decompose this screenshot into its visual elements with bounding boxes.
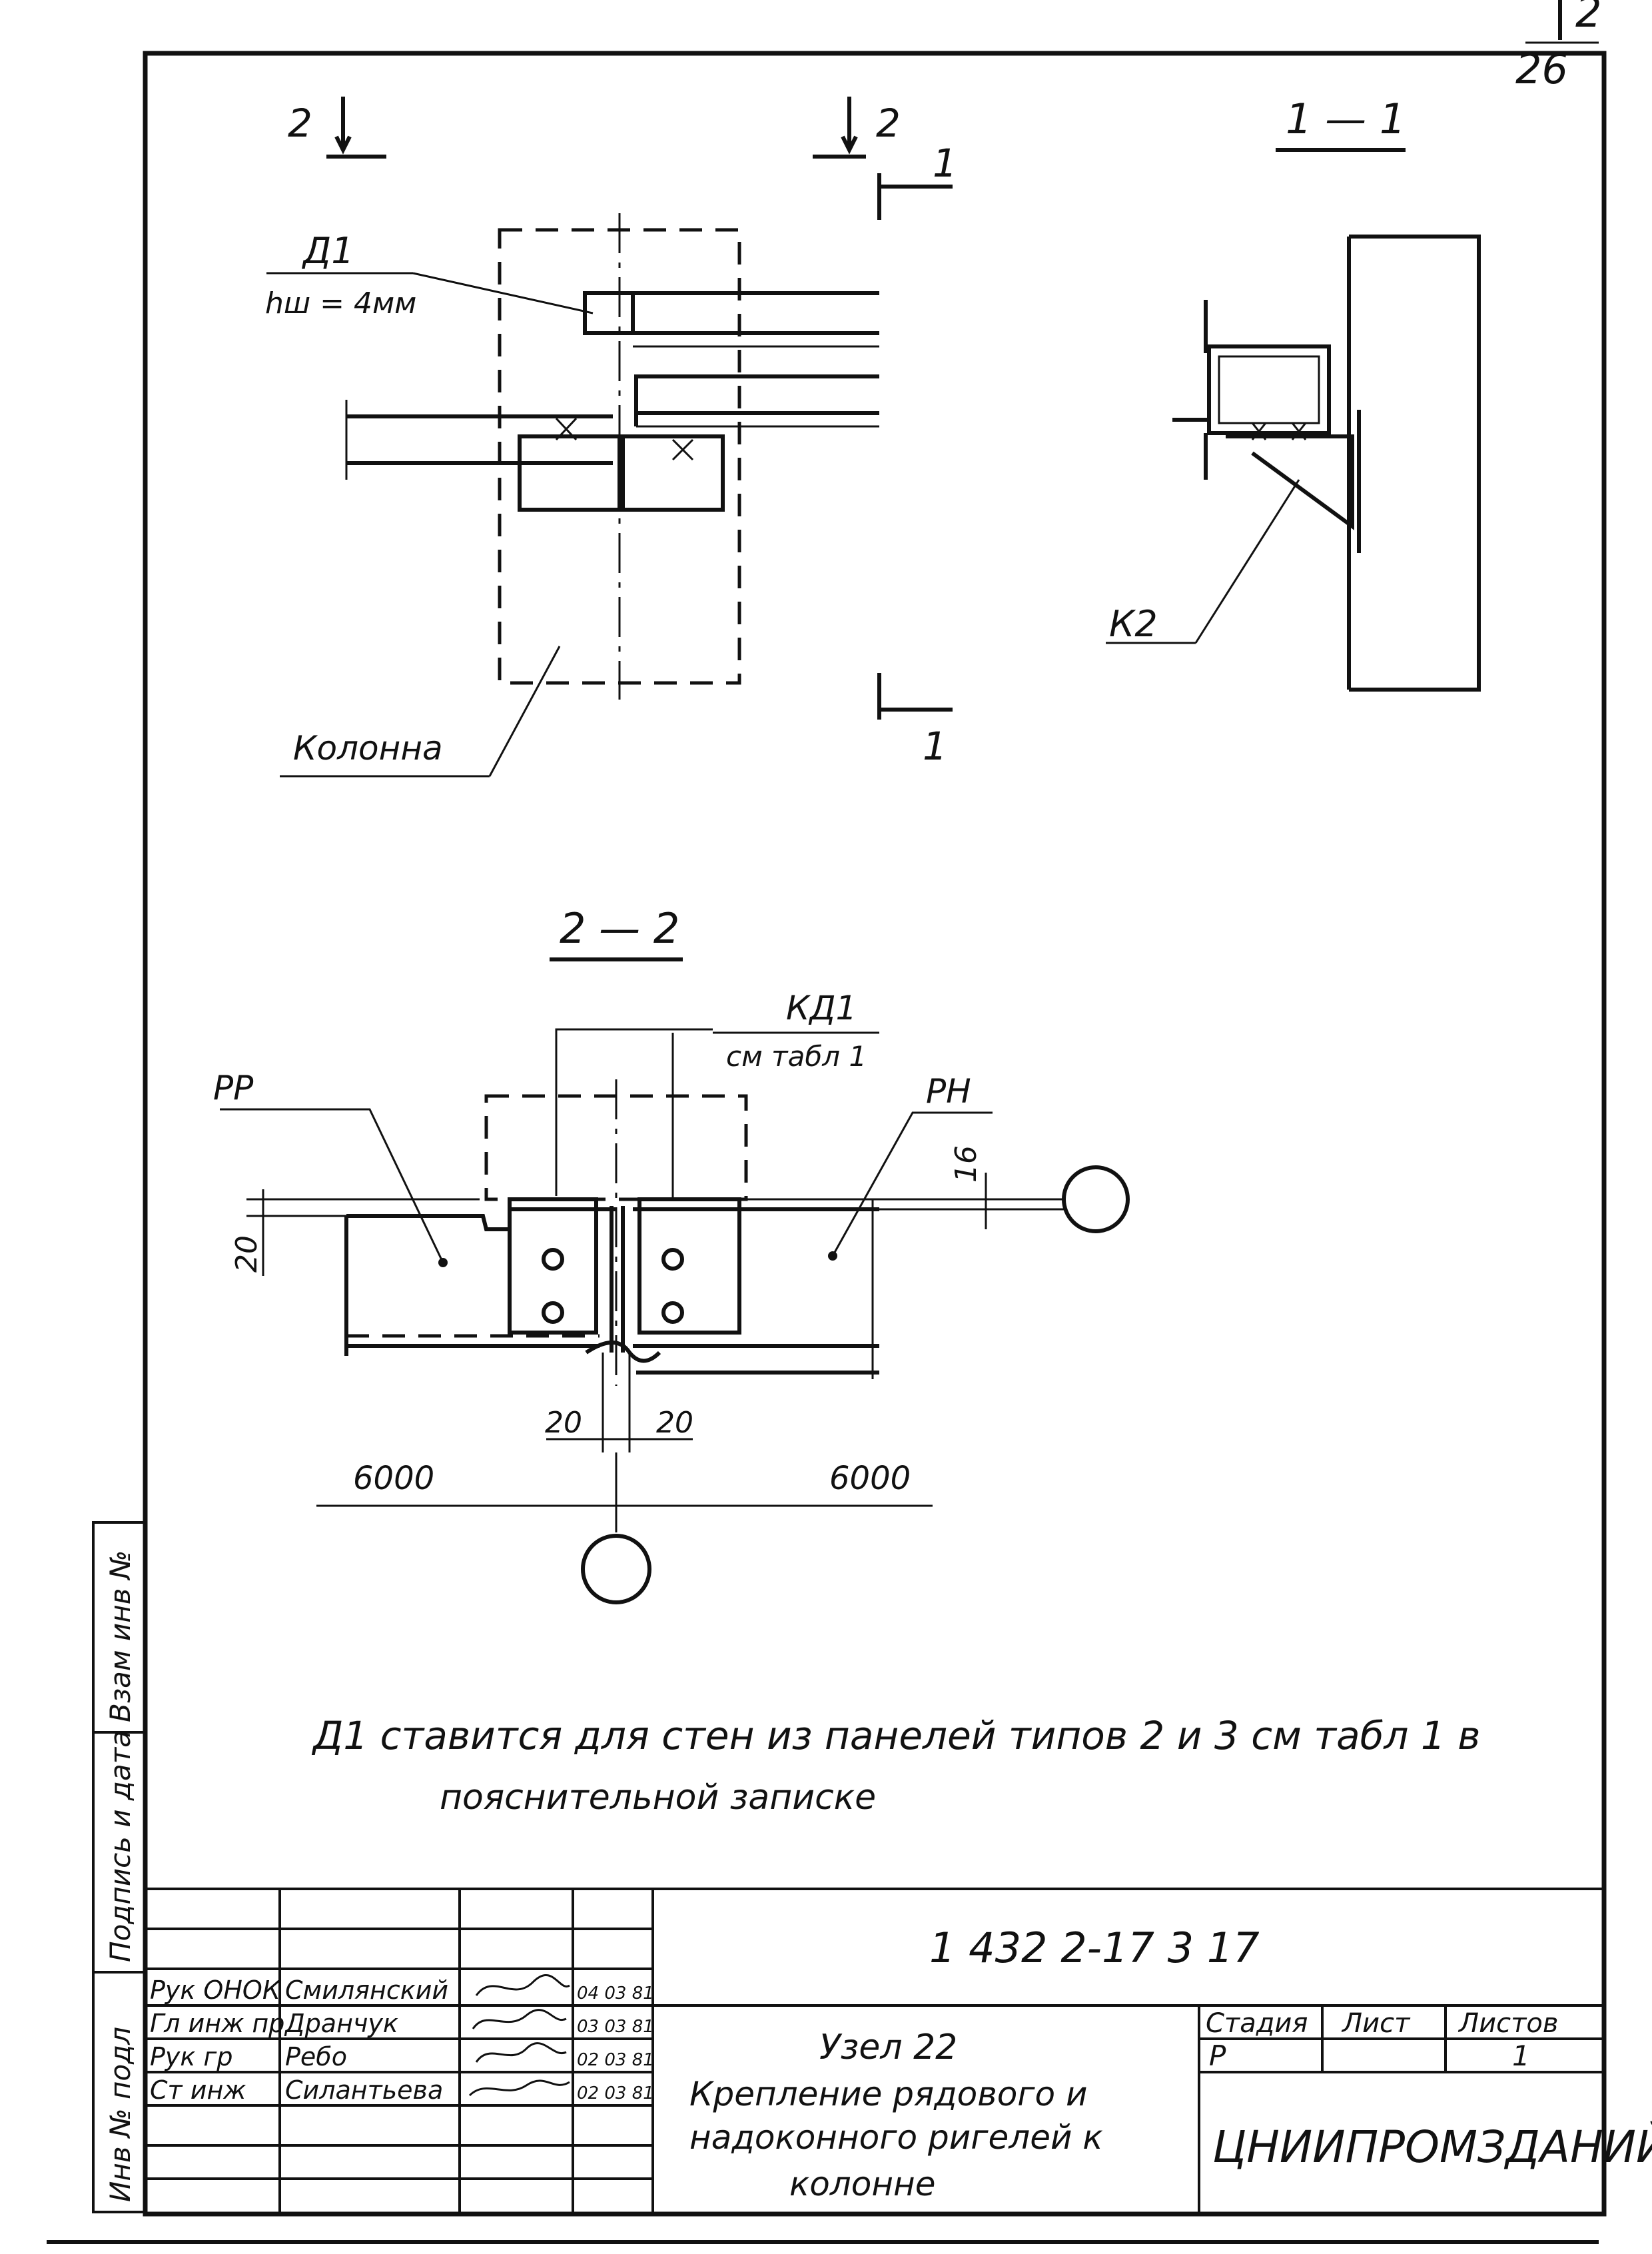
kd1-plate-left [508,1197,598,1335]
side-inv-podl: Инв № подл [104,2027,137,2202]
d1-label: Д1 [302,230,354,272]
staff-name-4: Силантьева [285,2075,443,2105]
dim-20-bottom-left: 20 [545,1406,582,1440]
side-stamp: Взам инв № Подпись и дата Инв № подл [92,1521,147,2213]
dim-20-bottom-right: 20 [656,1406,693,1440]
bolt-2 [542,1301,564,1324]
mid-girder-outline [634,374,879,426]
side-stamp-frame [92,1521,147,2213]
cut-2-left-label: 2 [288,101,312,146]
title-line-2: Крепление рядового и [689,2075,1088,2113]
sheet-label: Лист [1341,2008,1411,2039]
d1-plate [583,291,635,335]
title-line-1: Узел 22 [819,2027,957,2067]
staff-role-1: Рук ОНОК [150,1975,282,2005]
staff-date-1: 04 03 81 [577,1983,654,2003]
span-left: 6000 [353,1460,434,1497]
weld-label: hш = 4мм [265,286,416,320]
bolt-1 [542,1248,564,1271]
organization-name: ЦНИИПРОМЗДАНИЙ [1212,2121,1652,2173]
title-block: 1 432 2-17 3 17 Рук ОНОК Смилянский 04 0… [145,1888,1652,2214]
section-2-title: 2 — 2 [560,904,679,953]
cut-2-right-arrowhead [841,135,858,155]
dim-16: 16 [949,1145,983,1183]
sheets-value: 1 [1512,2039,1530,2072]
girder-box-inner [1218,355,1320,424]
cut-1-top-label: 1 [933,141,957,186]
staff-date-3: 02 03 81 [577,2050,654,2070]
staff-name-1: Смилянский [285,1975,448,2005]
drawing-frame [143,51,1607,2217]
section-2-2: 2 — 2 КД1 см табл 1 [213,904,1130,1604]
cut-1-bottom-label: 1 [923,724,947,769]
plan-view: 2 2 1 1 Д1 [265,97,957,778]
ph-label: РН [926,1072,971,1111]
span-right: 6000 [829,1460,911,1497]
k2-leader [1194,479,1300,644]
section-1-title: 1 — 1 [1286,95,1406,143]
staff-date-2: 03 03 81 [577,2017,654,2037]
bolt-4 [661,1301,684,1324]
stage-label: Стадия [1206,2008,1308,2039]
cut-2-left-arrowhead [334,135,352,155]
staff-role-2: Гл инж пр [150,2009,284,2038]
column-leader [488,646,561,777]
kd1-plate-right [637,1197,741,1335]
staff-role-3: Рук гр [150,2042,233,2071]
title-line-3: надоконного ригелей к [689,2118,1103,2157]
staff-name-3: Ребо [285,2042,347,2071]
sheets-label: Листов [1457,2008,1558,2039]
title-line-4: колонне [789,2165,935,2203]
column-1-1 [1349,235,1481,692]
signature-4 [468,2079,570,2097]
corner-number-bottom: 26 [1515,45,1568,93]
section-1-1: 1 — 1 К2 [1106,95,1481,692]
cut-2-right-label: 2 [876,101,901,146]
staff-role-4: Ст инж [150,2075,246,2105]
signature-2 [472,2009,567,2029]
bracket-left [518,434,621,512]
kd1-leader-left [555,1028,713,1196]
grid-axis-marker-bottom [581,1534,651,1604]
bracket-right [621,434,725,512]
k2-label: К2 [1109,603,1158,645]
girder-box-section [1207,344,1331,435]
staff-date-4: 02 03 81 [577,2083,654,2103]
side-sign-date: Подпись и дата [104,1730,137,1962]
girder-pp-top [346,1207,616,1231]
stage-value: Р [1209,2039,1226,2072]
signature-1 [475,1974,570,1996]
bolt-mark-right [671,438,694,461]
grid-axis-marker-right [1062,1165,1130,1233]
bolt-group [438,1248,837,1324]
column-label: Колонна [293,729,443,768]
d1-leader [412,272,594,314]
note-line-2: пояснительной записке [440,1778,876,1818]
corner-number-top: 2 [1575,0,1601,37]
kd1-bend [585,1341,661,1363]
dim-20-left: 20 [230,1235,264,1273]
ph-leader [831,1111,993,1257]
doc-code: 1 432 2-17 3 17 [929,1924,1260,1972]
bracket-k2 [1226,434,1354,530]
signature-3 [475,2042,567,2063]
bolt-3 [661,1248,684,1271]
bolts-1-1 [1251,422,1307,440]
side-inv-vzam: Взам инв № [104,1550,137,1722]
note-line-1: Д1 ставится для стен из панелей типов 2 … [311,1713,1480,1758]
kd1-ref: см табл 1 [726,1040,867,1073]
pp-leader [220,1108,444,1263]
kd1-label: КД1 [786,989,857,1027]
pp-label: РР [213,1069,254,1107]
staff-name-2: Дранчук [284,2009,398,2038]
